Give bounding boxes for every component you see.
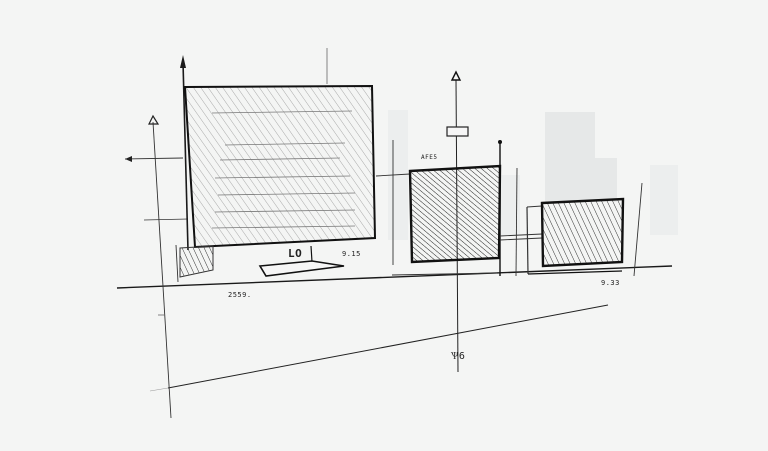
baseline-left-label: 2559. xyxy=(228,291,252,299)
bottom-axis-label: Ѱ6 xyxy=(451,351,466,362)
small-left-panel xyxy=(175,244,214,283)
monitor-dimension-label: 9.15 xyxy=(342,250,361,258)
middle-box-label: AFE5 xyxy=(421,154,438,161)
monitor-badge-label: LO xyxy=(288,247,303,260)
middle-square-panel xyxy=(375,140,543,277)
right-box-label: 9.33 xyxy=(601,279,620,287)
right-small-panel xyxy=(526,182,643,277)
large-monitor xyxy=(183,84,377,277)
